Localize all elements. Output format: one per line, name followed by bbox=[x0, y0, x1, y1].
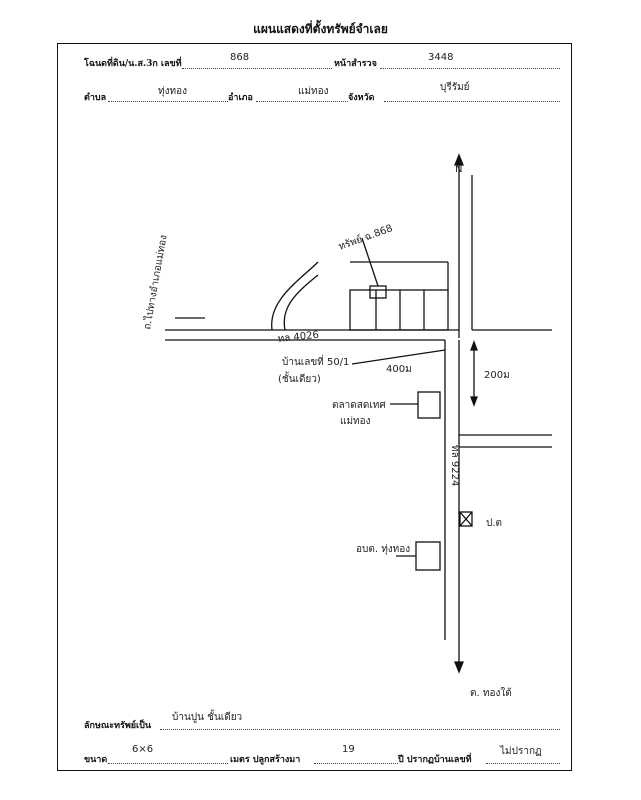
tambon-label: ตำบล bbox=[84, 93, 107, 103]
distance-400: 400ม bbox=[386, 364, 412, 375]
province-value: บุรีรัมย์ bbox=[440, 82, 470, 93]
market-box bbox=[417, 391, 441, 419]
amphoe-value: แม่ทอง bbox=[298, 86, 329, 97]
deed-number: 868 bbox=[230, 52, 250, 63]
property-type-value: บ้านปูน ชั้นเดียว bbox=[172, 712, 243, 723]
south-arrow-icon bbox=[454, 661, 464, 674]
deed-label: โฉนดที่ดิน/น.ส.3ก เลขที่ bbox=[84, 59, 182, 69]
amphoe-label: อำเภอ bbox=[228, 93, 253, 103]
survey-page-label: หน้าสำรวจ bbox=[334, 59, 377, 69]
left-road-label: ถ.ไปทางอำเภอแม่ทอง bbox=[141, 234, 169, 331]
distance-200: 200ม bbox=[484, 370, 510, 381]
road-4026-label: ทล 4026 bbox=[277, 330, 319, 345]
school-label: อบต. ทุ่งทอง bbox=[356, 544, 410, 555]
size-label: ขนาด bbox=[84, 755, 108, 765]
province-label: จังหวัด bbox=[348, 93, 375, 103]
property-type-label: ลักษณะทรัพย์เป็น bbox=[84, 721, 151, 731]
school-box bbox=[415, 541, 441, 571]
market-label: ตลาดสดเทศ bbox=[332, 400, 386, 411]
pt-label: ป.ต bbox=[486, 518, 502, 529]
size-value: 6×6 bbox=[132, 744, 154, 755]
pt-box bbox=[459, 511, 473, 527]
target-plot-marker bbox=[369, 285, 387, 299]
plot-block bbox=[349, 289, 449, 331]
tambon-value: ทุ่งทอง bbox=[158, 86, 187, 97]
size-unit-label: เมตร ปลูกสร้างมา bbox=[230, 755, 301, 765]
north-arrow-icon bbox=[454, 153, 464, 166]
house-label-2: (ชั้นเดียว) bbox=[278, 371, 321, 385]
years-value: 19 bbox=[342, 744, 355, 755]
house-no-value: ไม่ปรากฏ bbox=[500, 746, 542, 757]
page-title: แผนแสดงที่ตั้งทรัพย์จำเลย bbox=[253, 22, 388, 36]
road-9224-label: ทล 9224 bbox=[449, 445, 460, 486]
survey-page-number: 3448 bbox=[428, 52, 454, 63]
bottom-note: ต. ทองใต้ bbox=[470, 687, 512, 699]
form-frame bbox=[57, 43, 572, 771]
north-letter: N bbox=[455, 164, 462, 175]
house-no-label: ปี ปรากฏบ้านเลขที่ bbox=[398, 755, 472, 765]
house-label: บ้านเลขที่ 50/1 bbox=[282, 354, 349, 368]
market-label-2: แม่ทอง bbox=[340, 416, 371, 427]
